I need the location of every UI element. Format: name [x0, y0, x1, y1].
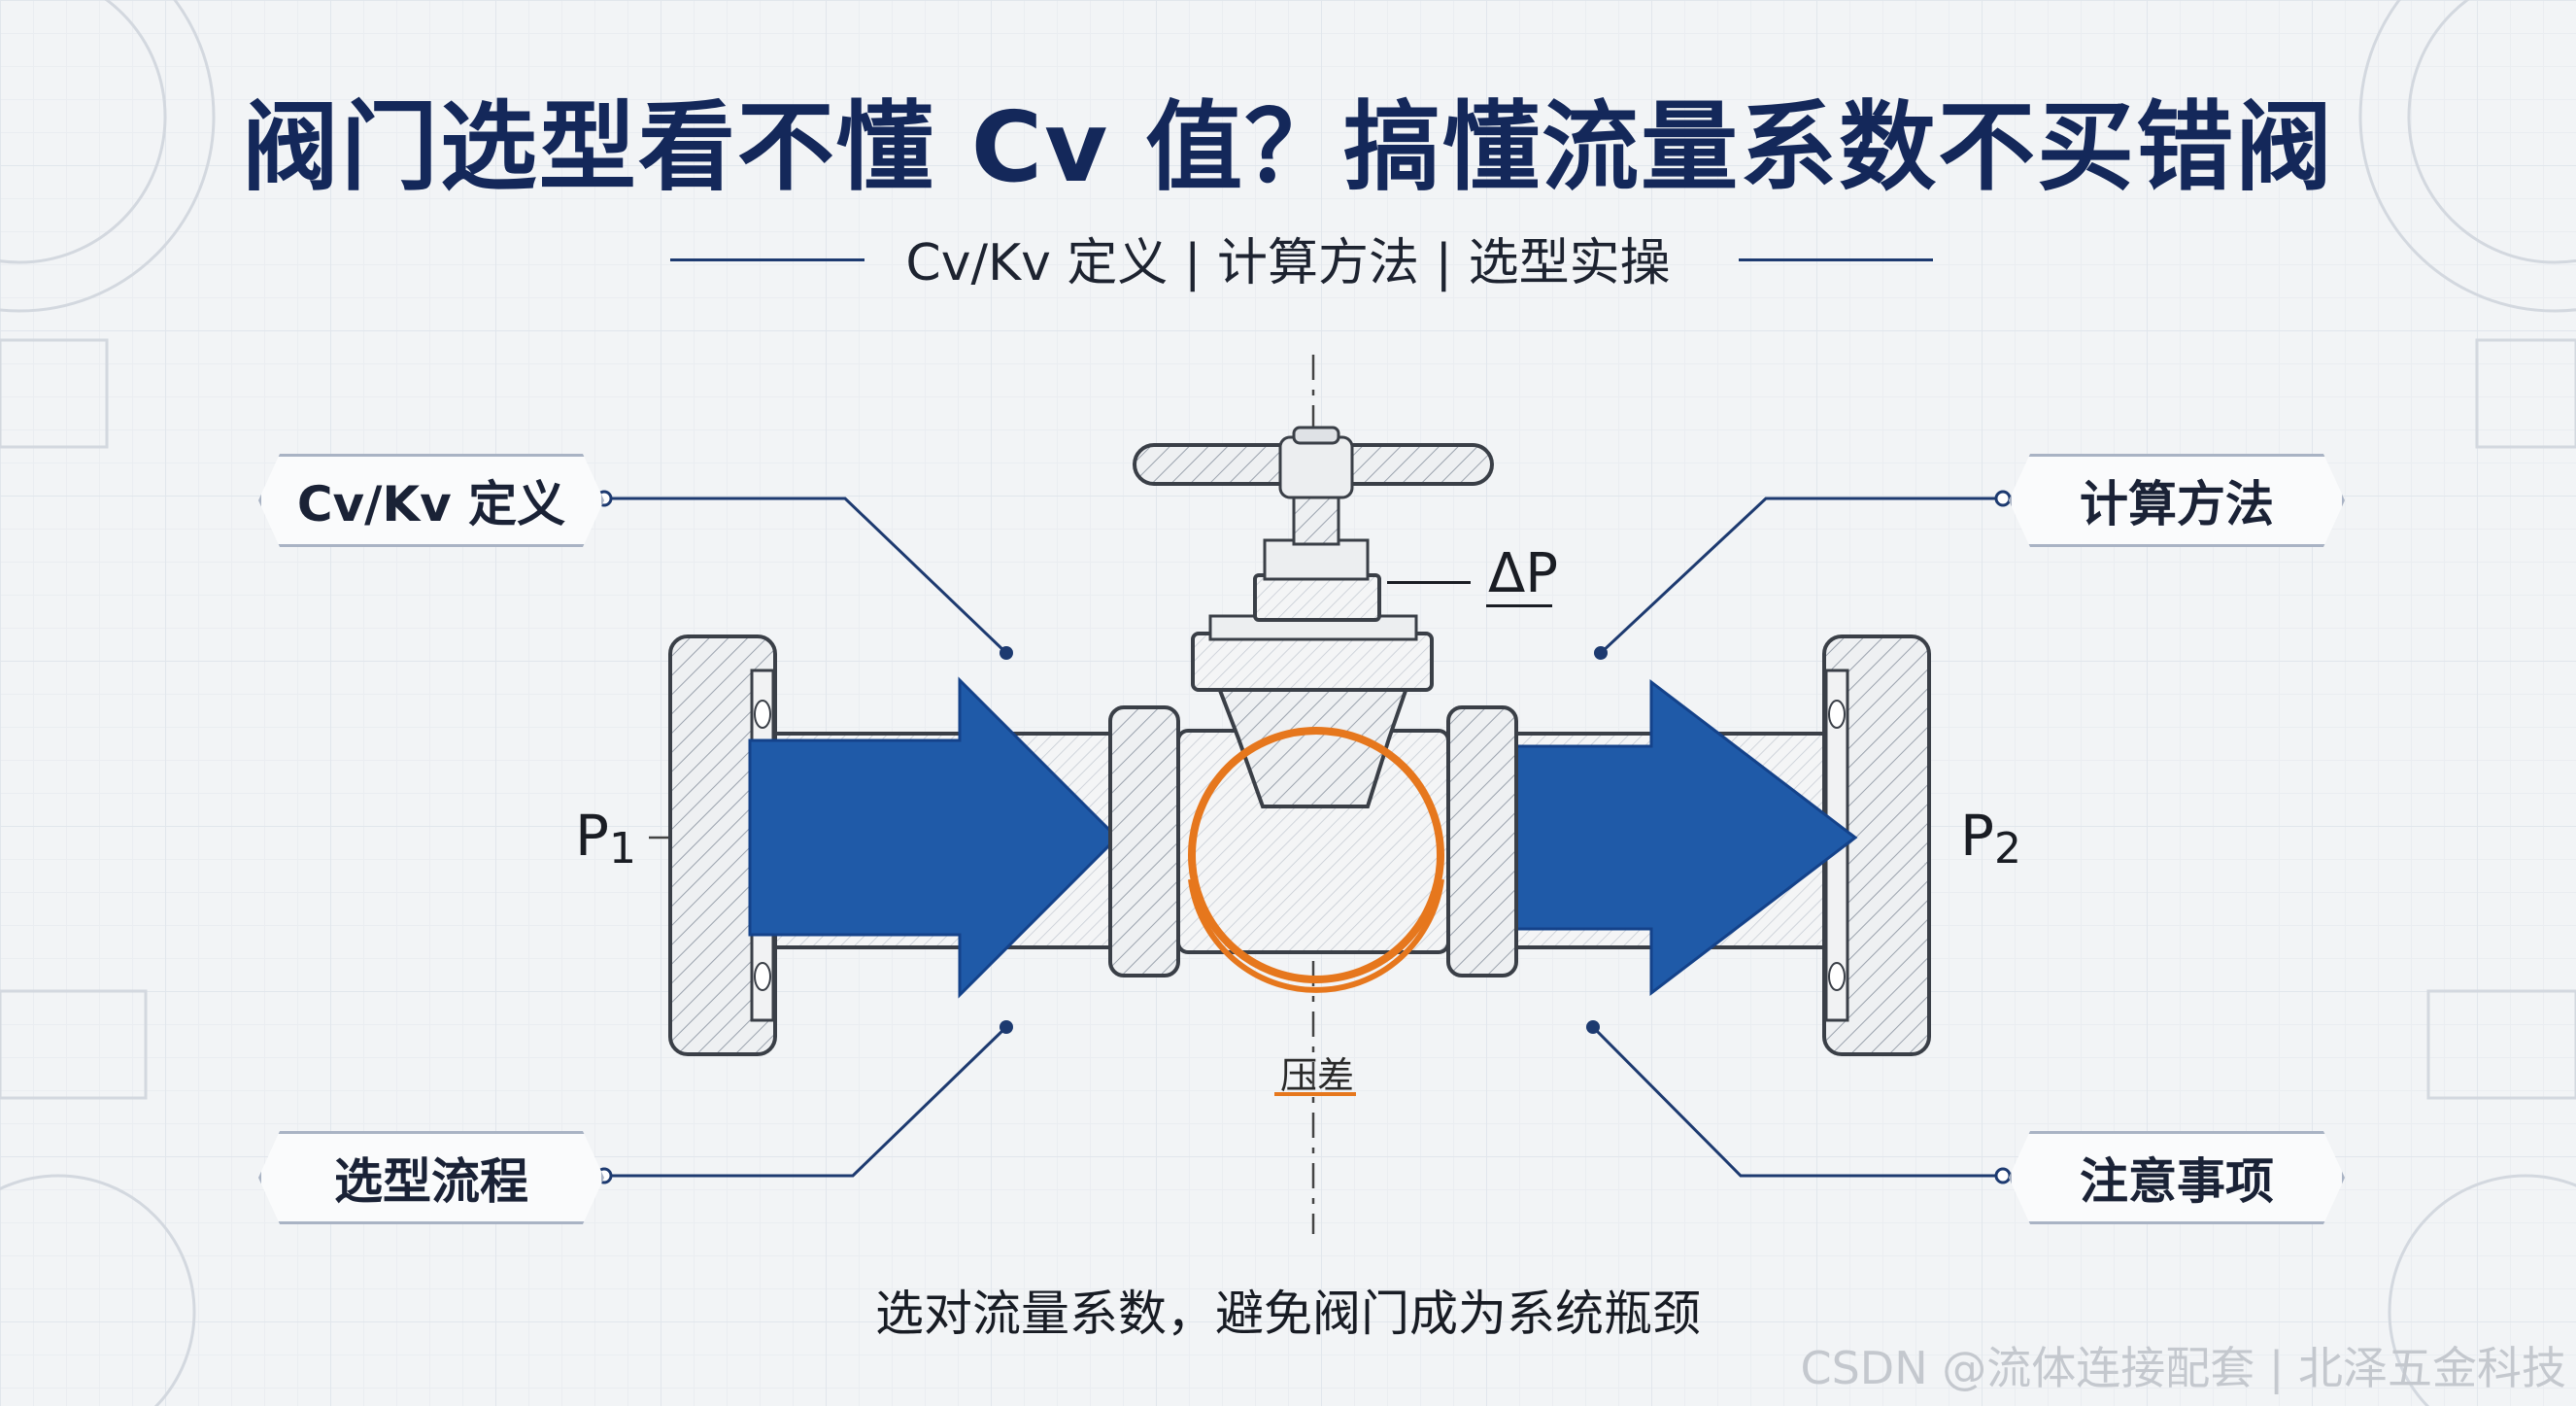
watermark: CSDN @流体连接配套 | 北泽五金科技 — [1800, 1342, 2566, 1394]
callout-precautions[interactable]: 注意事项 — [2009, 1131, 2345, 1224]
footer-tagline: 选对流量系数，避免阀门成为系统瓶颈 — [875, 1286, 1701, 1342]
subtitle-rule-left — [670, 258, 864, 261]
outlet-pressure-subscript: 2 — [1993, 824, 2021, 874]
callout-cv-kv-definition[interactable]: Cv/Kv 定义 — [258, 454, 604, 547]
callout-cv-kv-definition-label: Cv/Kv 定义 — [296, 476, 566, 532]
flow-arrow-right — [1508, 678, 1858, 997]
pressure-difference-underline — [1274, 1092, 1356, 1096]
inlet-pressure-label: P1 — [575, 803, 636, 874]
callout-calculation-method-label: 计算方法 — [2080, 476, 2274, 532]
delta-p-label: ΔP — [1488, 542, 1559, 605]
callout-calculation-method[interactable]: 计算方法 — [2009, 454, 2345, 547]
subtitle-rule-right — [1739, 258, 1933, 261]
outlet-pressure-label: P2 — [1960, 803, 2021, 874]
flow-arrow-left — [748, 676, 1120, 999]
outlet-pressure-letter: P — [1960, 803, 1994, 869]
inlet-pressure-subscript: 1 — [608, 824, 636, 874]
callout-selection-process-label: 选型流程 — [334, 1153, 528, 1210]
callout-precautions-label: 注意事项 — [2080, 1153, 2274, 1210]
leader-lines — [604, 497, 2003, 1178]
flow-restriction-highlight — [1188, 727, 1444, 993]
callout-selection-process[interactable]: 选型流程 — [258, 1131, 604, 1224]
corner-decoration-left — [0, 0, 216, 1406]
corner-decoration-right — [2358, 0, 2576, 1406]
page-subtitle: Cv/Kv 定义 | 计算方法 | 选型实操 — [905, 234, 1671, 292]
valve-body — [1108, 426, 1518, 977]
page-title: 阀门选型看不懂 Cv 值？搞懂流量系数不买错阀 — [241, 90, 2335, 204]
delta-p-underline — [1486, 604, 1552, 607]
pressure-difference-label: 压差 — [1280, 1054, 1355, 1097]
delta-p-leader — [1387, 581, 1471, 584]
inlet-pressure-letter: P — [575, 803, 609, 869]
